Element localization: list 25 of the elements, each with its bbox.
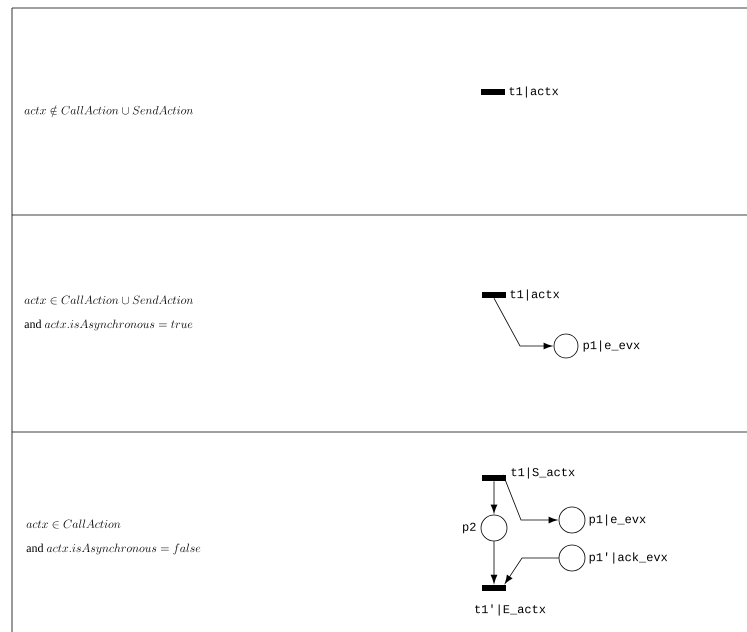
- node-label: t1'|E_actx: [475, 604, 546, 616]
- node-label: p1'|ack_evx: [590, 552, 668, 564]
- place-circle: [558, 506, 586, 534]
- node-label: t1|S_actx: [512, 467, 575, 479]
- node-label: t1|actx: [510, 86, 558, 98]
- condition-formula: $actx \in CallAction \cup SendAction$: [24, 295, 193, 304]
- transition-bar: [481, 89, 505, 95]
- arrow: [490, 541, 498, 584]
- place-circle: [558, 544, 586, 572]
- arrow: [502, 474, 558, 524]
- place-circle: [554, 334, 578, 358]
- node-label: p1|e_evx: [590, 514, 646, 526]
- arrow: [490, 480, 498, 514]
- condition-formula: $\mbox{and } actx.isAsynchronous = false$: [26, 543, 200, 554]
- transition-bar: [482, 292, 506, 298]
- node-label: p1|e_evx: [584, 340, 640, 352]
- condition-formula: $actx \in CallAction$: [26, 519, 120, 528]
- place-circle: [480, 514, 508, 542]
- arrow: [494, 298, 552, 350]
- condition-formula: $\mbox{and } actx.isAsynchronous = true$: [24, 319, 192, 330]
- condition-formula: $actx \notin CallAction \cup SendAction$: [24, 105, 193, 118]
- arrow: [504, 558, 559, 584]
- node-label: p2: [463, 522, 476, 534]
- node-label: t1|actx: [510, 289, 560, 301]
- transition-bar: [482, 475, 506, 481]
